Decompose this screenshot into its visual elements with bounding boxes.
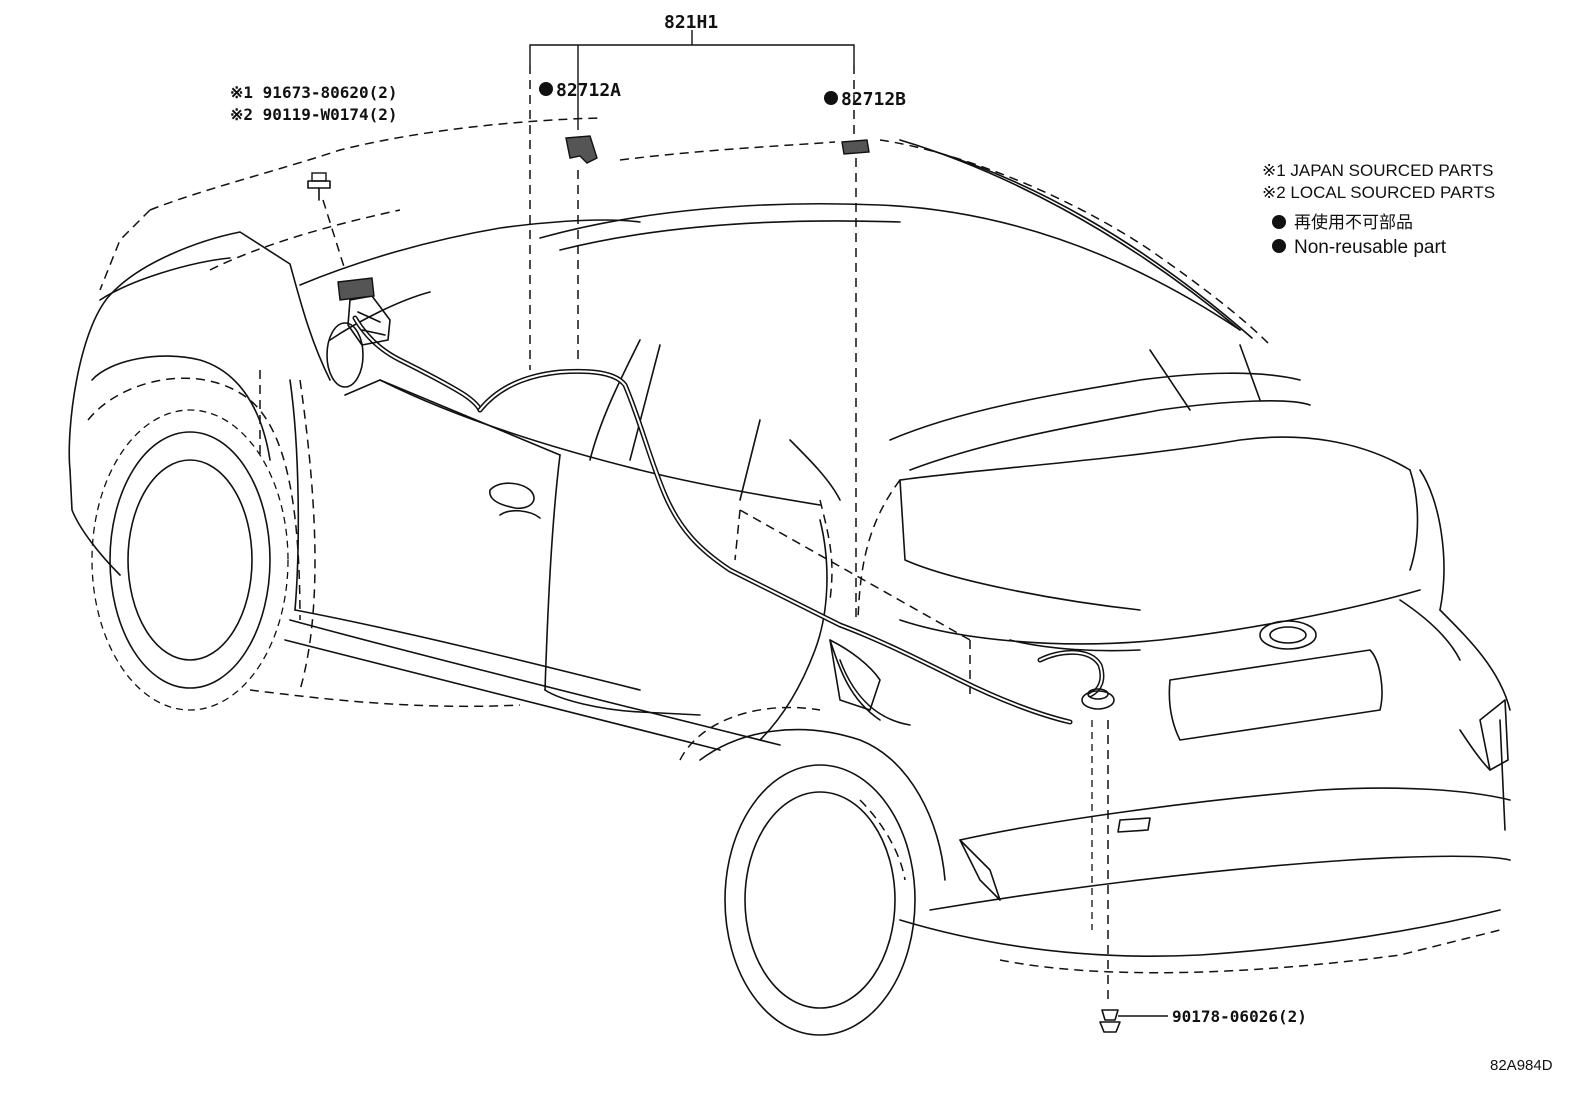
part-label-clip: 90178-06026(2) <box>1172 1007 1307 1026</box>
non-reusable-marker-b <box>824 91 838 105</box>
legend-non-reusable-en: Non-reusable part <box>1294 237 1447 258</box>
part-label-82712a: 82712A <box>556 80 621 101</box>
legend-local-sourced: ※2 LOCAL SOURCED PARTS <box>1262 183 1495 202</box>
labels: 821H1 82712A 82712B ※1 91673-80620(2) ※2… <box>230 12 1553 1074</box>
harness-clamp-b <box>841 139 870 155</box>
assembly-label: 821H1 <box>664 12 718 33</box>
legend-japan-sourced: ※1 JAPAN SOURCED PARTS <box>1262 161 1494 180</box>
legend-marker-jp <box>1272 215 1286 229</box>
legend-marker-en <box>1272 239 1286 253</box>
part-label-bolt-jp: ※1 91673-80620(2) <box>230 83 398 102</box>
bolt-icon <box>307 172 331 201</box>
part-label-82712b: 82712B <box>841 89 906 110</box>
legend-non-reusable-jp: 再使用不可部品 <box>1294 212 1413 232</box>
figure-code: 82A984D <box>1490 1057 1553 1074</box>
part-callouts <box>307 30 1168 1033</box>
part-label-bolt-local: ※2 90119-W0174(2) <box>230 105 398 124</box>
harness-clamp-a <box>565 135 598 164</box>
vehicle-outline <box>68 117 1511 1036</box>
harness-bracket <box>337 277 375 301</box>
non-reusable-marker-a <box>539 82 553 96</box>
wire-harness <box>326 295 1115 725</box>
clip-icon <box>1099 1009 1121 1033</box>
